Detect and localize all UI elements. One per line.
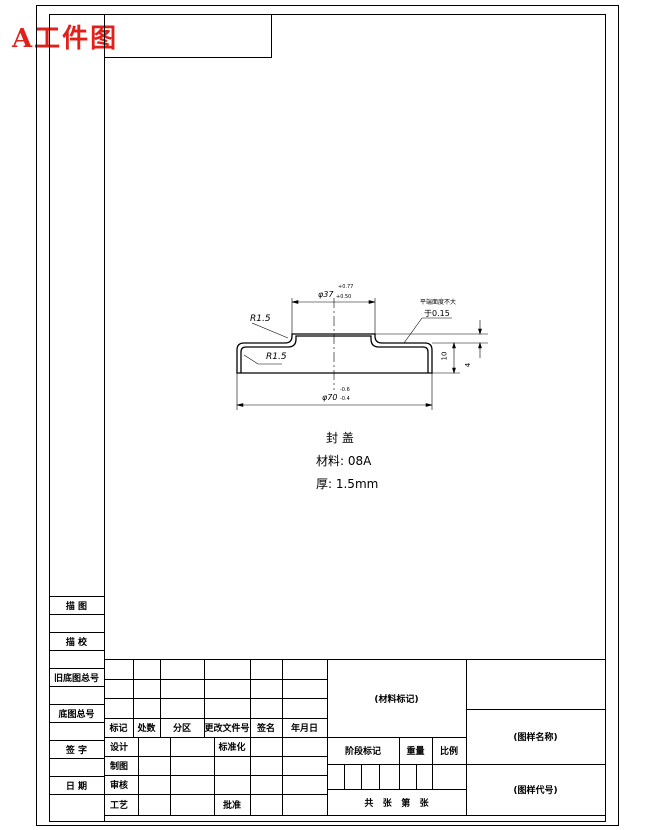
label-draft: 制图 (110, 762, 129, 772)
material-note: 材料: 08A (316, 454, 372, 468)
rev-header-sign: 签名 (256, 724, 275, 734)
rev-header-mark: 标记 (109, 724, 128, 734)
rev-header-zone: 分区 (172, 724, 191, 734)
side-label-old-base-no: 旧底图总号 (53, 673, 99, 684)
flatness-value: 于0.15 (424, 309, 450, 318)
dim-radius-bottom: R1.5 (266, 352, 287, 362)
side-label-base-no: 底图总号 (58, 709, 95, 720)
dim-outer-diameter: φ70 (322, 393, 338, 402)
sheet-count: 共 张 第 张 (364, 798, 429, 809)
dim-inner-tol-up: +0.77 (338, 284, 354, 290)
dim-outer-tol-up: -0.6 (340, 387, 350, 393)
side-label-signature: 签 字 (65, 745, 88, 756)
label-process: 工艺 (110, 801, 129, 811)
label-approve: 批准 (222, 801, 241, 811)
dim-inner-tol-low: +0.50 (336, 294, 352, 300)
dim-radius-top: R1.5 (250, 314, 271, 324)
label-design: 设计 (110, 743, 129, 753)
part-name: 封 盖 (326, 431, 354, 445)
document-tag: A工件图 (12, 24, 119, 54)
dim-inner-diameter: φ37 (318, 290, 334, 299)
side-label-trace: 描 图 (65, 601, 88, 612)
dim-height-4: 4 (464, 362, 473, 368)
rev-header-count: 处数 (137, 724, 156, 734)
weight-label: 重量 (406, 747, 425, 757)
dim-height-10: 10 (440, 351, 449, 361)
flatness-label: 平端面度不大 (420, 299, 457, 306)
drawing-code: (图样代号) (513, 786, 558, 796)
rev-header-doc: 更改文件号 (204, 724, 250, 734)
dim-outer-tol-low: -0.4 (340, 396, 350, 402)
thickness-note: 厚: 1.5mm (316, 477, 379, 491)
side-label-trace-check: 描 校 (65, 637, 88, 648)
label-check: 审核 (110, 781, 129, 791)
scale-label: 比例 (439, 747, 458, 757)
rev-header-date: 年月日 (290, 724, 318, 734)
drawing-name: (图样名称) (513, 733, 558, 743)
stage-mark: 阶段标记 (344, 747, 381, 757)
side-label-date: 日 期 (65, 781, 88, 792)
label-standardization: 标准化 (218, 743, 246, 753)
material-mark: (材料标记) (374, 694, 419, 705)
